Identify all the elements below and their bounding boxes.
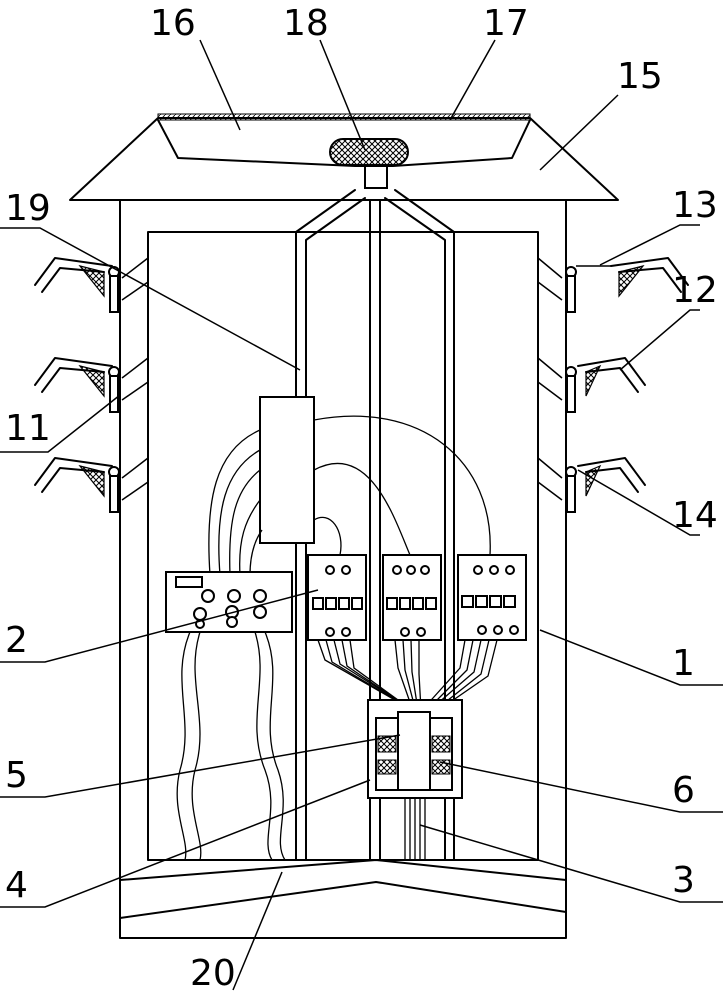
contactor-2 — [382, 554, 442, 641]
terminal-right — [429, 717, 453, 791]
contactor-3 — [457, 554, 527, 641]
panel-knob — [201, 589, 215, 603]
label-12: 12 — [672, 270, 718, 311]
label-1: 1 — [672, 643, 695, 684]
reference-labels: 16 18 17 15 19 13 12 11 14 2 1 5 6 4 3 2… — [5, 3, 718, 994]
device-box — [259, 396, 315, 544]
base-slope-top — [119, 859, 567, 881]
terminal-coil — [377, 735, 397, 753]
vent-right-3 — [537, 457, 646, 513]
terminal-assembly — [367, 699, 463, 799]
label-11: 11 — [5, 408, 51, 449]
label-3: 3 — [672, 860, 695, 901]
label-2: 2 — [5, 620, 28, 661]
cabinet-body — [119, 199, 567, 939]
fan-shaft — [364, 165, 388, 189]
label-15: 15 — [617, 56, 663, 97]
contactor-1 — [307, 554, 367, 641]
label-5: 5 — [5, 755, 28, 796]
vent-left-3 — [34, 457, 149, 513]
terminal-coil — [377, 759, 397, 775]
cabinet-outer — [119, 199, 567, 939]
label-4: 4 — [5, 865, 28, 906]
cabinet-inner — [147, 231, 539, 861]
label-18: 18 — [283, 3, 329, 44]
label-13: 13 — [672, 185, 718, 226]
label-16: 16 — [150, 3, 196, 44]
terminal-left — [375, 717, 399, 791]
base-slope-bottom — [119, 881, 567, 919]
duct-left-outer — [295, 189, 356, 861]
leader-lines — [0, 39, 723, 991]
duct-left-inner — [305, 197, 366, 861]
vent-left-1 — [34, 257, 149, 313]
label-17: 17 — [483, 3, 529, 44]
roof-filter-mesh — [157, 113, 531, 121]
label-19: 19 — [5, 188, 51, 229]
duct-right-outer — [394, 189, 455, 861]
fan-motor — [329, 138, 409, 166]
vent-left-2 — [34, 357, 149, 413]
left-vents — [34, 257, 149, 513]
vent-right-2 — [537, 357, 646, 413]
label-6: 6 — [672, 770, 695, 811]
roof — [69, 113, 619, 201]
label-20: 20 — [190, 953, 236, 994]
panel-knob — [227, 589, 241, 603]
panel-knob — [253, 605, 267, 619]
panel-display — [175, 576, 203, 588]
duct-right-inner — [384, 197, 446, 861]
panel-knob — [253, 589, 267, 603]
terminal-center — [397, 711, 431, 791]
right-vents — [537, 257, 689, 513]
panel-knob — [193, 607, 207, 621]
terminal-coil — [431, 735, 451, 753]
air-ducts — [295, 189, 455, 861]
vent-right-1 — [537, 257, 689, 313]
panel-knob — [226, 616, 238, 628]
label-14: 14 — [672, 495, 718, 536]
